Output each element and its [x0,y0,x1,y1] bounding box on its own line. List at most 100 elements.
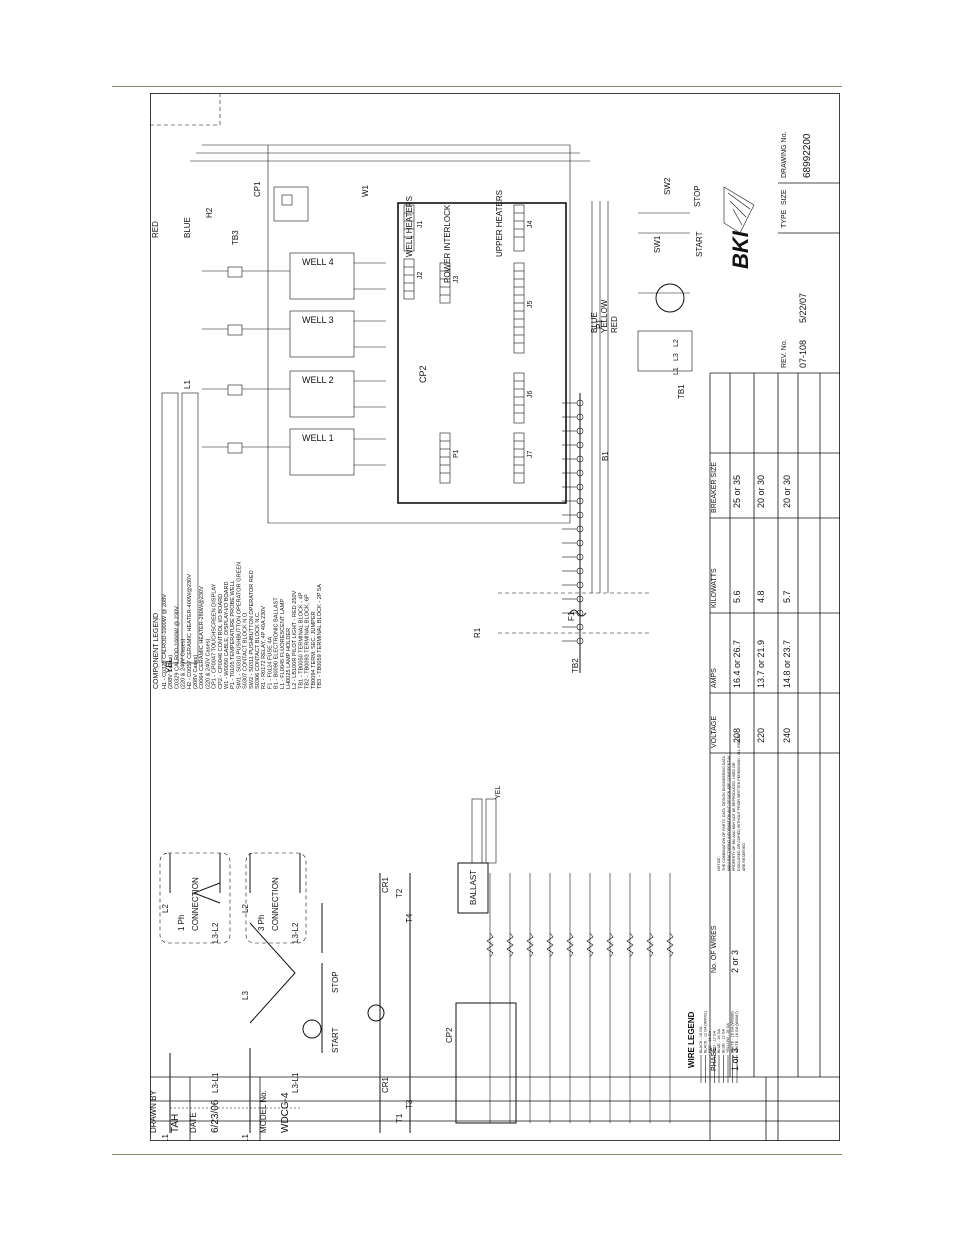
sw1-start-button [655,283,685,313]
component-legend-item: (220 & 240V Cases) [205,638,211,689]
lamp-tube-lower-a [471,798,483,864]
component-legend-item: CP1 - CP0047 TOUCHSCREEN DISPLAY [212,583,218,689]
well-heater-box [289,370,355,418]
tb3-terminal [227,266,243,278]
t1-label: T1 [395,1113,404,1123]
well-wire [354,320,386,348]
component-legend-item: F1 - F0124 FUSE 4A [267,637,273,689]
notice-line-0: NOTICE: [717,856,721,871]
kw-label: KILOWATTS [711,568,718,608]
sheet-border [150,93,840,1141]
bottom-rule [112,1154,842,1155]
yel-lower-label: YEL [495,786,502,799]
component-legend-item: R1 - R0172 RELAY, 4P 40A 230V [261,606,267,689]
cp2-board [397,202,567,504]
connector-block [513,262,525,354]
connector-label: J6 [527,391,534,399]
heater-resistor [506,932,514,958]
conn-box-3ph-frame [245,852,307,944]
line-l3: L3 [241,991,250,1000]
tb3-terminal [227,384,243,396]
well-label: WELL 3 [302,315,334,325]
blue-label: BLUE [183,217,192,238]
wire-legend-item: WHITE - 16 GA (W0088) [731,1010,735,1053]
heater-resistor [626,932,634,958]
component-legend-item: (220 & 240V Cases) [181,638,187,689]
yel-label: YEL [165,657,174,673]
red-p1-label: RED [610,316,619,333]
component-legend-item: C0329 CALROD-1000W @ 230V [174,606,180,689]
heater-resistor [566,932,574,958]
row2-amps: 13.7 or 21.9 [756,640,766,688]
well-heater-box [289,252,355,300]
lamp-l1-tube [161,392,179,664]
notice-line-4: DISCLOSED OR COPIED WITHOUT PRIOR WRITTE… [737,734,741,871]
line-l3-l2-a: L3-L2 [211,922,220,943]
connector-label: J7 [527,451,534,459]
well-heater-box [289,310,355,358]
connector-block [439,262,451,304]
lamp-l1-label: L1 [183,380,192,389]
logo-text: BKI [728,230,753,269]
size-label: SIZE [781,189,788,205]
row3-voltage: 240 [782,728,792,743]
well-label: WELL 4 [302,257,334,267]
wire-legend-item: BLUE - 16 GA [717,1028,721,1053]
component-legend-item: (208V Cases) [168,655,174,689]
row1-amps: 16.4 or 26.7 [732,640,742,688]
power-interlock-label: POWER INTERLOCK [443,204,452,283]
connector-label: J1 [417,221,424,229]
cp1-display [273,186,309,222]
well-label: WELL 1 [302,433,334,443]
cr1-label-a: CR1 [381,1076,390,1093]
wires-label: No. OF WIRES [711,925,718,973]
wire-legend-item: RED - 12 GA [713,1030,717,1053]
drawn-by-value: TAH [170,1114,181,1133]
connection-diagrams: 1 Ph CONNECTION 3 Ph CONNECTION L1 L2 L3… [150,93,307,1141]
row3-breaker: 20 or 30 [782,475,792,508]
amps-label: AMPS [711,668,718,688]
notice-block: NOTICE: THE COMBINATION OF PARTS, DATA, … [717,734,746,871]
heater-resistor [586,932,594,958]
three-ph-label: 3 Ph [257,915,266,931]
heater-resistor [666,932,674,958]
heater-resistor [646,932,654,958]
cp2-label: CP2 [418,365,428,383]
well-wire [354,262,386,290]
wire-legend-title: WIRE LEGEND [687,1011,696,1068]
start-label: START [695,231,704,257]
line-l3-l2-b: L3-L2 [291,922,300,943]
rev-value: 07-108 [798,340,808,368]
stop-ladder-label: STOP [331,971,340,993]
component-legend-title: COMPONENT LEGEND [153,613,160,689]
drawing-value: 68992200 [802,133,813,178]
line-l1-b: L1 [241,1134,250,1141]
component-legend-item: TB2 - TB0093 TERMINAL BLOCK, 6P [305,594,311,689]
row2-breaker: 20 or 30 [756,475,766,508]
notice-line-2: MANUFACTURING INFORMATION AND DESIGN ARE… [727,755,731,871]
ladder-diagram: CP2 CR1 CR1 T1 T2 T3 T4 START STOP BALLA… [302,786,674,1133]
heater-resistor [606,932,614,958]
lamp-l1-tube-2 [181,392,199,664]
component-legend-item: S0306 CONTACT BLOCK N.C. [255,611,261,689]
component-legend-item: LH0025 LAMP HOLDER [286,628,292,689]
row2-kw: 4.8 [756,590,766,603]
tb1-l1: L1 [673,367,680,375]
one-ph-connection-label: CONNECTION [191,877,200,931]
one-ph-label: 1 Ph [177,915,186,931]
component-legend-item: H2 - C0057 CERAMIC HEATER-400W@230V [187,574,193,689]
cr1-label-b: CR1 [381,876,390,893]
tb2-label: TB2 [571,658,580,673]
connector-block [439,432,451,484]
connector-label: P1 [453,449,460,458]
heater-resistor [486,932,494,958]
wire-legend-item: RED - 16 GA [708,1030,712,1053]
wire-legend-item: BLUE - 12 GA [722,1028,726,1053]
row1-breaker: 25 or 35 [732,475,742,508]
start-ladder-label: START [331,1027,340,1053]
well-wire [354,380,386,408]
t4-label: T4 [405,913,414,923]
component-legend-item: SW1 - S0310 PUSHBUTTON OPERATOR GREEN [236,562,242,689]
tb3-label: TB3 [231,230,240,245]
model-value: WDCG-4 [280,1092,291,1133]
